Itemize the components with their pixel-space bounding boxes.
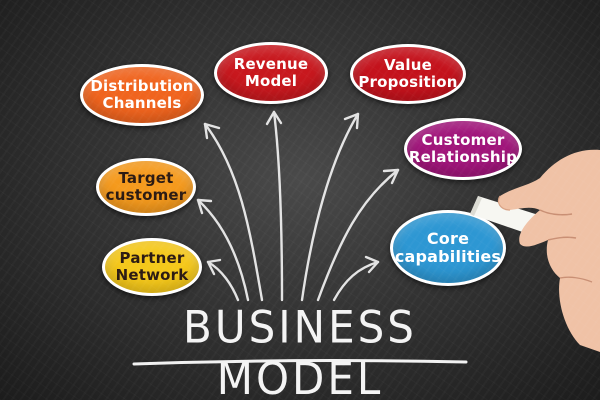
- node-partner-network: Partner Network: [102, 238, 202, 296]
- node-label-revenue-model: Revenue Model: [233, 55, 309, 90]
- arrow-to-revenue-model: [272, 110, 284, 302]
- node-core-capabilities: Core capabilities: [390, 210, 506, 286]
- node-revenue-model: Revenue Model: [214, 42, 328, 104]
- node-label-partner-network: Partner Network: [115, 249, 189, 284]
- node-label-customer-relationship: Customer Relationship: [408, 131, 518, 166]
- hand-icon: [497, 149, 600, 352]
- arrow-to-value-proposition: [300, 112, 360, 302]
- node-target-customer: Target customer: [96, 158, 196, 216]
- node-customer-relationship: Customer Relationship: [404, 118, 522, 180]
- title-underline: [132, 359, 468, 366]
- node-value-proposition: Value Proposition: [350, 44, 466, 104]
- node-label-core-capabilities: Core capabilities: [394, 229, 502, 266]
- node-distribution-channels: Distribution Channels: [80, 64, 204, 126]
- arrow-to-distribution-channels: [203, 122, 264, 302]
- node-label-distribution-channels: Distribution Channels: [90, 77, 194, 112]
- arrow-to-customer-relationship: [316, 168, 400, 302]
- arrow-to-partner-network: [206, 260, 240, 302]
- arrow-to-core-capabilities: [332, 260, 380, 302]
- node-label-value-proposition: Value Proposition: [358, 56, 458, 91]
- arrow-to-target-customer: [196, 198, 250, 302]
- node-label-target-customer: Target customer: [105, 169, 187, 204]
